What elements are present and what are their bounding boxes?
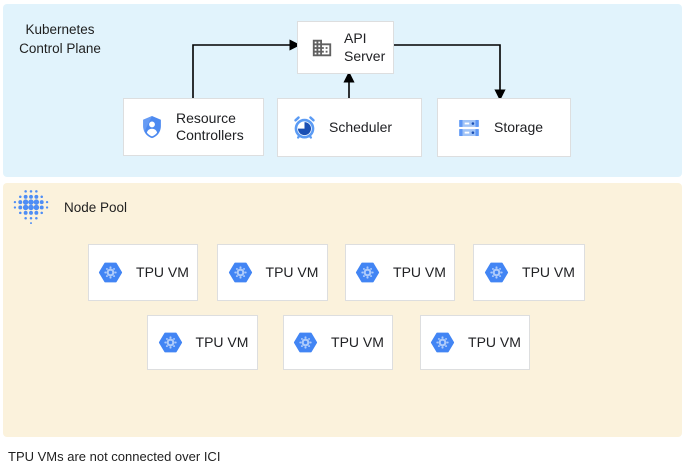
gke-hexagon-gear-icon — [158, 332, 182, 353]
tpu-vm-node: TPU VM — [147, 315, 258, 370]
node-pool-label: Node Pool — [64, 199, 128, 215]
gke-hexagon-gear-icon — [98, 262, 123, 283]
alarm-clock-icon — [294, 116, 315, 139]
resource-controllers-node: Resource Controllers — [123, 98, 264, 156]
node-pool-region — [3, 183, 682, 437]
tpu-vm-node: TPU VM — [88, 244, 198, 301]
tpu-vm-label: TPU VM — [393, 263, 446, 280]
tpu-vm-label: TPU VM — [522, 263, 575, 280]
tpu-vm-label: TPU VM — [265, 263, 319, 280]
scheduler-node: Scheduler — [277, 98, 422, 157]
tpu-vm-label: TPU VM — [468, 333, 521, 350]
node-pool-header: Node Pool — [12, 188, 127, 226]
scheduler-label: Scheduler — [329, 118, 393, 135]
storage-node: Storage — [437, 98, 571, 157]
tpu-vm-node: TPU VM — [420, 315, 530, 370]
control-plane-label: Kubernetes Control Plane — [19, 22, 101, 56]
gke-hexagon-gear-icon — [293, 332, 318, 353]
api-server-node: API Server — [297, 21, 394, 74]
storage-disks-icon — [459, 119, 479, 136]
shield-user-icon — [143, 115, 161, 139]
tpu-vm-node: TPU VM — [345, 244, 455, 301]
gke-hexagon-gear-icon — [484, 262, 509, 283]
building-icon — [312, 39, 332, 56]
disk-bar-top — [459, 119, 479, 127]
tpu-vm-label: TPU VM — [331, 333, 384, 350]
gke-hexagon-gear-icon — [430, 332, 455, 353]
tpu-vm-node: TPU VM — [473, 244, 585, 301]
diagram-caption: TPU VMs are not connected over ICI — [8, 449, 221, 464]
gke-hexagon-gear-icon — [228, 262, 252, 283]
gke-hexagon-gear-icon — [355, 262, 380, 283]
storage-label: Storage — [494, 118, 544, 135]
tpu-vm-node: TPU VM — [283, 315, 393, 370]
api-server-label: API Server — [344, 30, 386, 64]
tpu-vm-node: TPU VM — [217, 244, 328, 301]
tpu-vm-label: TPU VM — [136, 263, 189, 280]
disk-bar-bottom — [459, 128, 479, 136]
resource-controllers-label: Resource Controllers — [176, 109, 244, 144]
tpu-vm-label: TPU VM — [195, 333, 249, 350]
node-pool-dots-icon — [13, 190, 49, 225]
